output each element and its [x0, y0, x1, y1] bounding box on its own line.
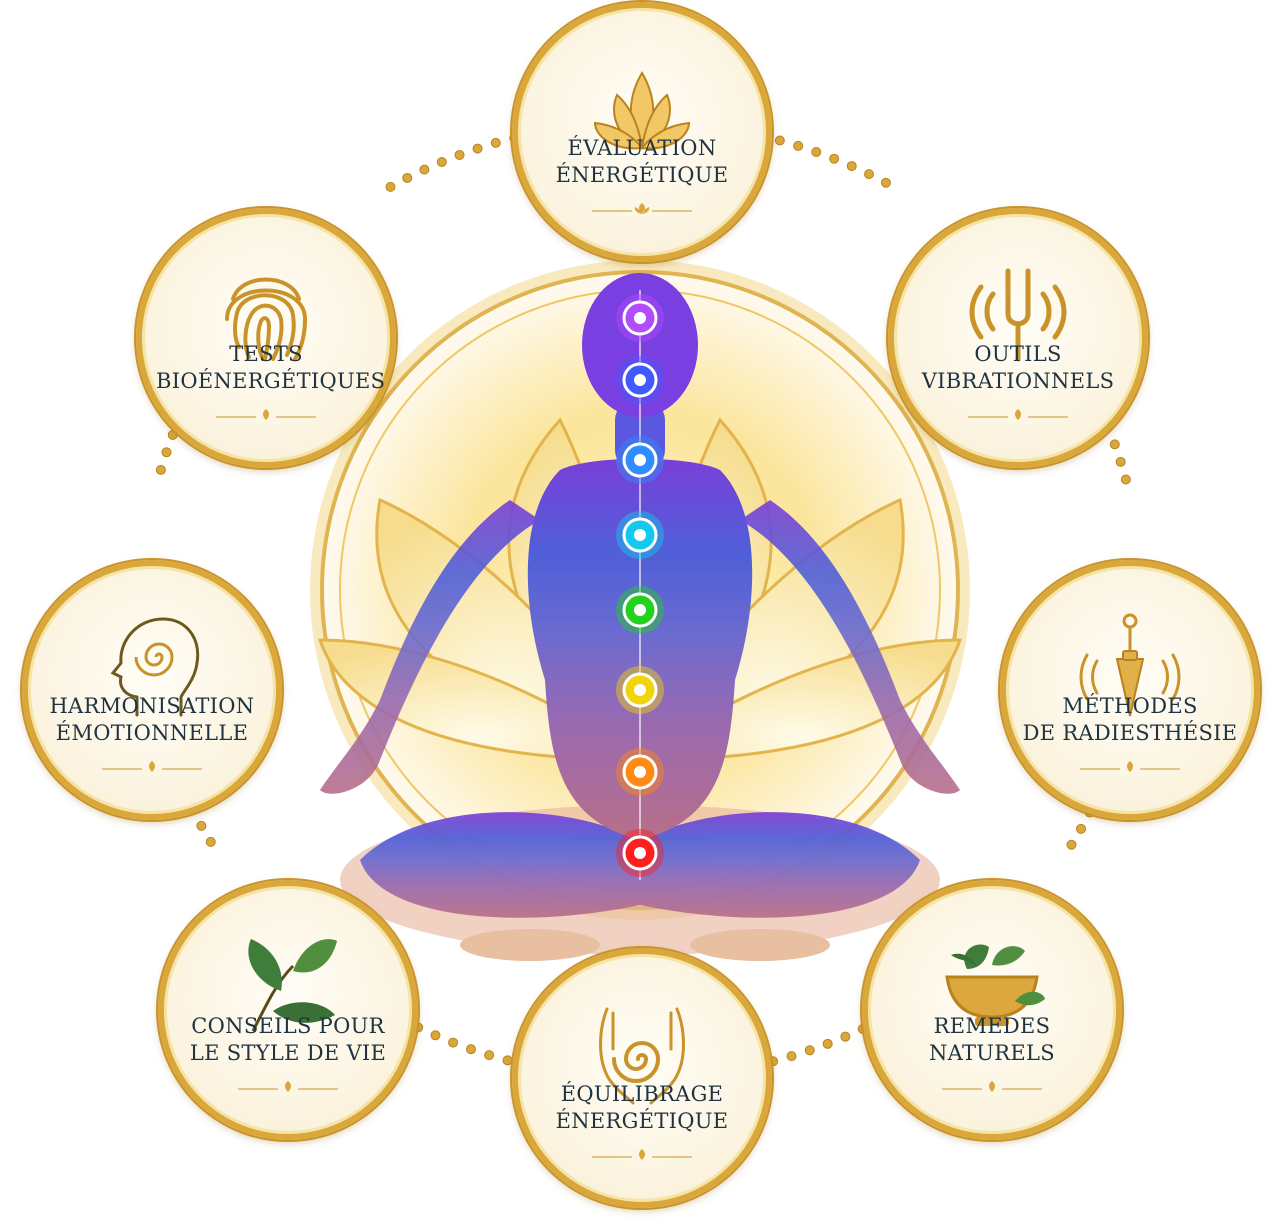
ring-bead	[484, 1050, 495, 1061]
ring-bead	[490, 137, 501, 148]
conseils-label: Conseils pour le style de vie	[189, 1013, 387, 1065]
pendulum-icon	[1079, 613, 1181, 716]
ring-bead	[472, 143, 483, 154]
chakra-core	[634, 312, 646, 324]
remedes-node: Remedes naturels	[862, 880, 1122, 1140]
ring-bead	[502, 1055, 513, 1066]
ring-bead	[430, 1030, 441, 1041]
chakra-core	[634, 847, 646, 859]
ring-bead	[1066, 839, 1077, 850]
chakra-core	[634, 454, 646, 466]
equilibrage-label: Équilibrage énergétique	[555, 1081, 729, 1133]
ring-bead	[846, 161, 857, 172]
ring-bead	[402, 172, 413, 183]
ring-bead	[822, 1038, 833, 1049]
conseils-node: Conseils pour le style de vie	[158, 880, 418, 1140]
remedes-label: Remedes naturels	[929, 1013, 1055, 1065]
chakra-core	[634, 374, 646, 386]
ring-bead	[419, 164, 430, 175]
ring-bead	[385, 181, 396, 192]
radiesthesie-label: Méthodes de radiesthésie	[1022, 693, 1238, 745]
ring-bead	[454, 149, 465, 160]
divider-ornament	[968, 409, 1069, 421]
ring-bead	[811, 146, 822, 157]
ring-bead	[196, 820, 207, 831]
ring-bead	[167, 429, 178, 440]
divider-ornament	[102, 761, 203, 773]
chakra-core	[634, 684, 646, 696]
healing-hands-icon	[599, 1007, 685, 1105]
divider-ornament	[942, 1081, 1043, 1093]
ring-bead	[880, 177, 891, 188]
chakras	[616, 294, 664, 877]
ring-bead	[863, 169, 874, 180]
divider-ornament	[592, 1149, 693, 1161]
ring-bead	[804, 1045, 815, 1056]
divider-ornament	[592, 203, 693, 215]
ring-bead	[155, 464, 166, 475]
ring-bead	[465, 1044, 476, 1055]
radiesthesie-node: Méthodes de radiesthésie	[1000, 560, 1260, 820]
lotus-icon	[593, 70, 691, 150]
ring-bead	[448, 1037, 459, 1048]
divider-ornament	[216, 409, 317, 421]
meditating-figure-icon	[320, 273, 960, 961]
divider-ornament	[1080, 761, 1181, 773]
herbal-bowl-icon	[945, 944, 1045, 1026]
equilibrage-node: Équilibrage énergétique	[512, 948, 772, 1208]
divider-ornament	[238, 1081, 339, 1093]
ring-bead	[161, 447, 172, 458]
head-spiral-icon	[110, 617, 200, 717]
tuning-fork-icon	[969, 268, 1067, 362]
ring-bead	[774, 135, 785, 146]
harmonisation-node: Harmonisation émotionnelle	[22, 560, 282, 820]
ring-bead	[1120, 474, 1131, 485]
ring-bead	[436, 156, 447, 167]
fingerprint-icon	[225, 277, 308, 361]
ring-bead	[1115, 456, 1126, 467]
harmonisation-label: Harmonisation émotionnelle	[49, 693, 255, 745]
ring-bead	[1109, 439, 1120, 450]
tests-node: Tests bioénergétiques	[136, 208, 396, 468]
chakra-core	[634, 529, 646, 541]
outils-label: Outils vibrationnels	[921, 341, 1115, 393]
outils-node: Outils vibrationnels	[888, 208, 1148, 468]
evaluation-label: Évaluation énergétique	[555, 135, 729, 187]
ring-bead	[840, 1031, 851, 1042]
ring-bead	[786, 1051, 797, 1062]
evaluation-node: Évaluation énergétique	[512, 2, 772, 262]
ring-bead	[793, 140, 804, 151]
ring-bead	[205, 836, 216, 847]
ring-bead	[1075, 823, 1086, 834]
chakra-core	[634, 604, 646, 616]
tests-label: Tests bioénergétiques	[156, 341, 386, 393]
chakra-core	[634, 766, 646, 778]
ring-bead	[829, 153, 840, 164]
leaves-icon	[248, 938, 337, 1032]
